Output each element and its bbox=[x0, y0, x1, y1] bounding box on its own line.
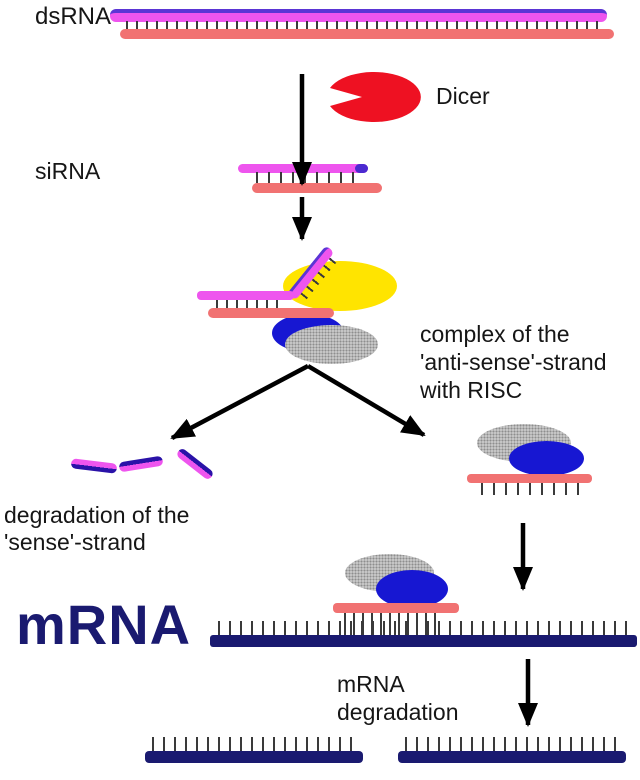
sirna-antisense-strand bbox=[252, 183, 382, 193]
antisense-ticks bbox=[481, 483, 581, 495]
guide-strand bbox=[333, 603, 459, 613]
mrna-ticks bbox=[405, 737, 621, 751]
arrow-branch-right bbox=[306, 364, 426, 437]
risc-blue-subunit bbox=[509, 441, 584, 476]
risc-complex-caption-line3: with RISC bbox=[420, 377, 523, 403]
mrna-backbone bbox=[210, 635, 637, 647]
loading-antisense-strand bbox=[208, 308, 334, 318]
strand-fragment bbox=[70, 458, 118, 474]
mrna-backbone bbox=[145, 751, 363, 763]
mrna-ticks bbox=[152, 737, 358, 751]
antisense-strand bbox=[467, 474, 592, 483]
sirna-label: siRNA bbox=[35, 158, 101, 184]
risc-complex-caption-line2: 'anti-sense'-strand bbox=[420, 349, 607, 375]
dicer-enzyme-icon bbox=[330, 71, 421, 122]
sirna-strand-end-cap bbox=[355, 164, 368, 173]
sense-degradation-line1: degradation of the bbox=[4, 502, 190, 528]
arrow-branch-left bbox=[170, 364, 310, 440]
mrna-ticks bbox=[218, 621, 630, 635]
dsrna-label: dsRNA bbox=[35, 3, 112, 30]
sirna-basepair-ticks bbox=[256, 172, 358, 183]
dicer-label: Dicer bbox=[436, 83, 490, 109]
mrna-label: mRNA bbox=[16, 593, 192, 656]
loading-sense-strand bbox=[197, 291, 294, 300]
mrna-degradation-line2: degradation bbox=[337, 699, 459, 725]
mrna-degradation-line1: mRNA bbox=[337, 671, 405, 697]
dsrna-basepair-ticks bbox=[126, 21, 598, 30]
risc-complex-caption-line1: complex of the bbox=[420, 321, 570, 347]
mrna-backbone bbox=[398, 751, 626, 763]
strand-fragment bbox=[118, 455, 164, 473]
dsrna-antisense-strand bbox=[120, 29, 614, 39]
sense-degradation-line2: 'sense'-strand bbox=[4, 529, 146, 555]
risc-blue-subunit bbox=[376, 570, 448, 608]
strand-fragment bbox=[175, 447, 215, 481]
risc-gray-subunit bbox=[285, 325, 378, 364]
dsrna-sense-strand bbox=[110, 9, 607, 22]
loading-basepair-ticks bbox=[216, 300, 286, 311]
